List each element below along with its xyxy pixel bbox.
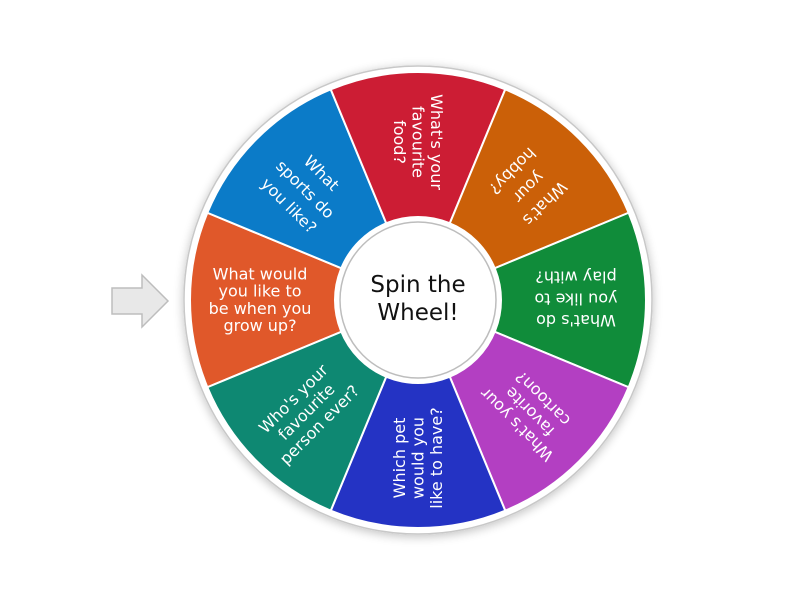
wheel-segment [189, 211, 421, 389]
segment-label-line: be when you [209, 299, 312, 318]
pointer-arrow-icon [111, 273, 170, 329]
segment-label-line: Which pet [390, 418, 409, 499]
segment-label-line: like to have? [427, 407, 446, 508]
segment-label-line: you like to [534, 289, 617, 308]
wheel-segment [415, 211, 647, 389]
wheel-segment [329, 71, 507, 303]
segment-label-line: What's do [536, 311, 616, 330]
segment-label-line: favourite [408, 106, 427, 178]
segment-label-line: What would [213, 264, 308, 283]
segment-label-line: you like to [218, 282, 301, 301]
segment-label-line: play with? [535, 268, 616, 287]
spin-label-line-2: Wheel! [377, 300, 458, 326]
wheel-segment [329, 297, 507, 529]
spin-button[interactable] [339, 221, 497, 379]
segment-label-line: would you [409, 417, 428, 499]
segment-label-line: grow up? [223, 316, 296, 335]
spin-label-line-1: Spin the [370, 272, 465, 298]
segment-label: What's do you like to play with? [534, 268, 617, 331]
segment-label-line: food? [390, 120, 409, 164]
segment-label-line: What's your [427, 94, 446, 190]
